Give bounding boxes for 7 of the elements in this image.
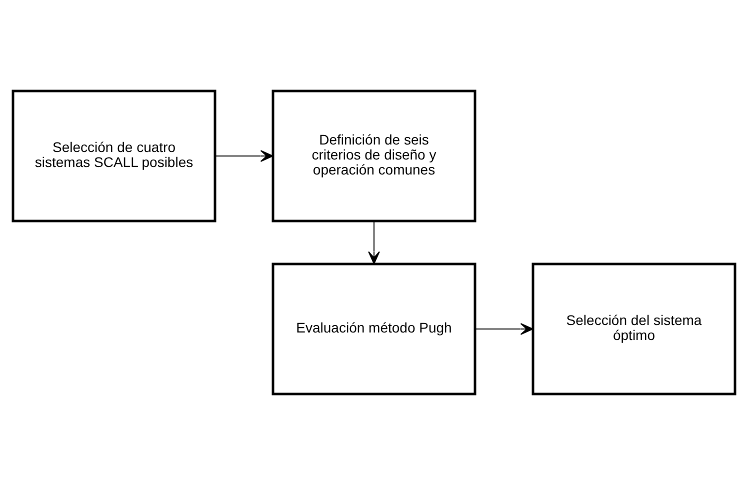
arrow <box>214 150 274 162</box>
node-box: Selección de cuatro sistemas SCALL posibles <box>12 90 216 222</box>
arrow <box>368 220 380 264</box>
node-box: Definición de seis criterios de diseño y operación comunes <box>272 90 476 222</box>
node-box: Selección del sistema óptimo <box>532 262 736 396</box>
node-box: Evaluación método Pugh <box>272 262 476 396</box>
arrow <box>474 323 534 335</box>
